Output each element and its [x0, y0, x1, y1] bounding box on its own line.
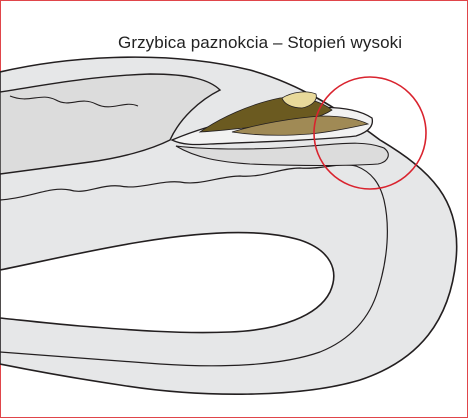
diagram-title: Grzybica paznokcia – Stopień wysoki — [118, 33, 402, 53]
